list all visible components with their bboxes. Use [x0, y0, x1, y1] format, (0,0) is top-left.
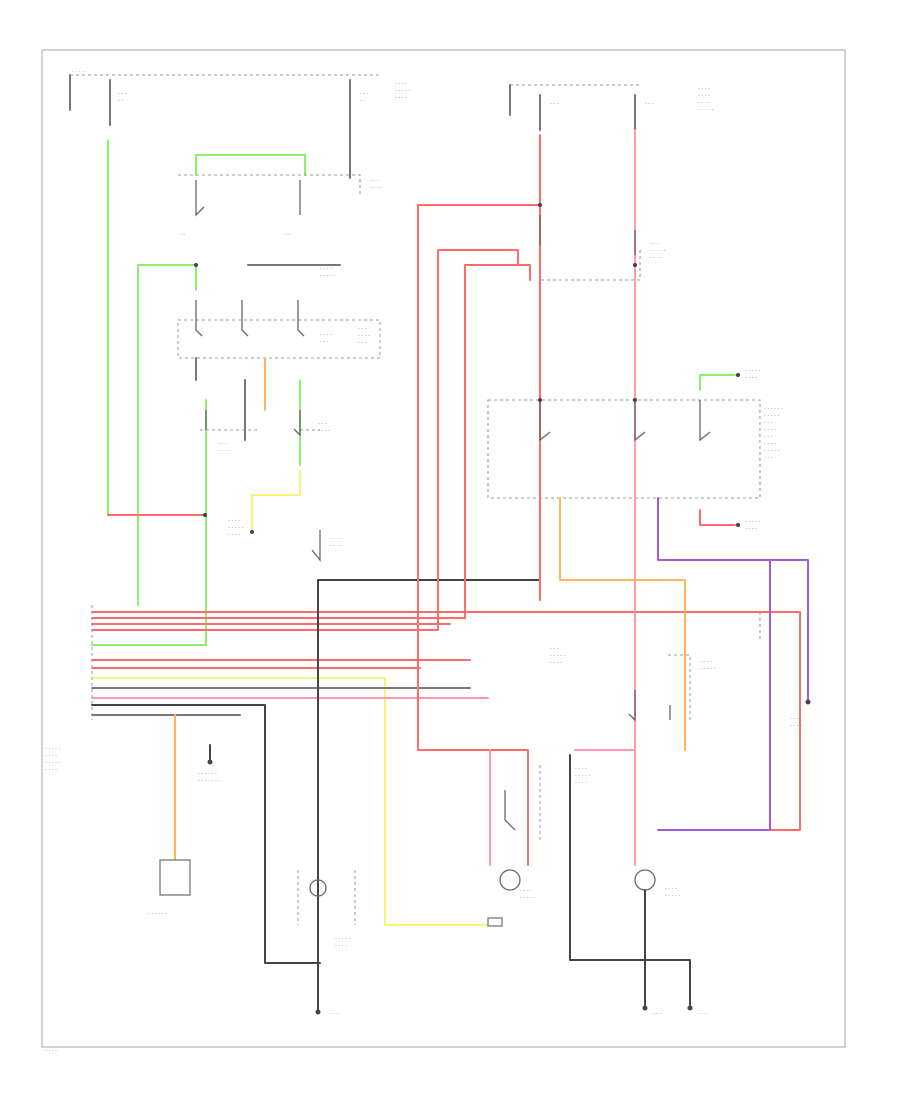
- svg-text:- - -: - - -: [790, 716, 799, 722]
- svg-text:- - - - -: - - - - -: [45, 746, 61, 752]
- svg-text:- - - - -: - - - - -: [650, 248, 666, 254]
- bus-wires: - - - - - - - - - - - - - - - - - -: [45, 605, 801, 964]
- alternator: - - - - - - - - - - - - - - - - - - -: [148, 714, 220, 917]
- svg-text:- - - -: - - - -: [45, 753, 57, 759]
- svg-text:- - -: - - -: [653, 1011, 662, 1017]
- svg-text:- - - - - -: - - - - - -: [198, 771, 217, 777]
- svg-text:- - - -: - - - -: [550, 660, 562, 666]
- svg-text:- - - - -: - - - - -: [320, 273, 336, 279]
- svg-text:- - - - -: - - - - -: [550, 653, 566, 659]
- svg-text:- - -: - - -: [320, 339, 329, 345]
- svg-text:- - -: - - -: [698, 1011, 707, 1017]
- red-wires-right: [417, 129, 801, 866]
- instrument-cluster: - - - - - - - - - - - -: [297, 579, 541, 1017]
- svg-text:- - -: - - -: [218, 441, 227, 447]
- svg-text:- - - - -: - - - - -: [228, 525, 244, 531]
- svg-text:- - - - - -: - - - - - -: [764, 406, 783, 412]
- headlight-left: - - - - - - - - - - - - - - - - - - - - …: [487, 765, 591, 927]
- svg-text:- - -: - - -: [118, 91, 127, 97]
- svg-text:- - - -: - - - -: [358, 333, 370, 339]
- svg-text:- - - - -: - - - - -: [700, 666, 716, 672]
- relay-lower-left: - - - - - - - - - - - - - - - - - - - - …: [200, 410, 342, 562]
- svg-text:- - - -: - - - -: [575, 780, 587, 786]
- svg-text:- -: - -: [180, 232, 185, 238]
- svg-text:- - -: - - -: [370, 178, 379, 184]
- svg-text:- - -: - - -: [764, 420, 773, 426]
- svg-text:- - - -: - - - -: [665, 886, 677, 892]
- svg-text:- - -: - - -: [550, 646, 559, 652]
- junction-nodes: [194, 203, 637, 534]
- svg-text:- - -: - - -: [650, 241, 659, 247]
- combination-switch-right: - - - - - - - - - - - - - - - - - - - - …: [487, 368, 809, 751]
- svg-text:- - -: - - -: [645, 101, 654, 107]
- svg-text:- - -: - - -: [360, 91, 369, 97]
- svg-text:- - -: - - -: [358, 326, 367, 332]
- svg-text:- - - -: - - - -: [330, 536, 342, 542]
- svg-text:- - - - - -: - - - - - -: [148, 911, 167, 917]
- svg-text:- - - -: - - - -: [45, 767, 57, 773]
- svg-text:· · · · ·: · · · · ·: [72, 69, 87, 75]
- svg-text:- - - - -: - - - - -: [575, 773, 591, 779]
- svg-text:- - - - -: - - - - -: [698, 107, 714, 113]
- svg-text:- - - -: - - - -: [318, 428, 330, 434]
- svg-text:- - - - - - -: - - - - - - -: [198, 778, 220, 784]
- svg-text:- - - -: - - - -: [228, 532, 240, 538]
- diagram-id: - - - -: [45, 1048, 57, 1054]
- svg-text:- - - -: - - - -: [335, 943, 347, 949]
- fuse-block-right: - - - - - - - - - - - - - - - - - - - - …: [509, 84, 714, 131]
- svg-text:- - - - -: - - - - -: [745, 368, 761, 374]
- svg-text:- - - - -: - - - - -: [745, 519, 761, 525]
- svg-text:- - -: - - -: [550, 101, 559, 107]
- svg-text:- - - -: - - - -: [790, 723, 802, 729]
- svg-text:- - - -: - - - -: [764, 427, 776, 433]
- svg-text:- - - -: - - - -: [700, 659, 712, 665]
- svg-text:- - - - -: - - - - -: [764, 448, 780, 454]
- svg-text:- - -: - - -: [330, 1011, 339, 1017]
- purple-ground-right: - - - - - - -: [657, 559, 811, 831]
- svg-text:- - - -: - - - -: [395, 81, 407, 87]
- svg-text:- - - - -: - - - - -: [395, 88, 411, 94]
- relay-right-middle: - - - - - - - - - - - - - - - - - - - - …: [550, 646, 716, 722]
- svg-text:- - - -: - - - -: [330, 543, 342, 549]
- svg-text:- - -: - - -: [764, 434, 773, 440]
- svg-text:- - - -: - - - -: [575, 766, 587, 772]
- svg-text:- - - - -: - - - - -: [764, 413, 780, 419]
- svg-text:- - - -: - - - -: [370, 185, 382, 191]
- switch-block-left: - - - - - - - - - - - - - - - - - - - - …: [177, 264, 381, 441]
- svg-text:- - - -: - - - -: [745, 526, 757, 532]
- svg-text:- - - - -: - - - - -: [45, 760, 61, 766]
- svg-text:- - - - -: - - - - -: [335, 936, 351, 942]
- fuse-block-left: · · · · · - - - - - - - - - - - - - - - …: [69, 69, 411, 131]
- svg-text:- -: - -: [118, 98, 123, 104]
- svg-text:- - - - -: - - - - -: [665, 893, 681, 899]
- svg-text:- - - -: - - - -: [698, 93, 710, 99]
- svg-text:- - - -: - - - -: [218, 448, 230, 454]
- svg-text:- - - - -: - - - - -: [520, 895, 536, 901]
- svg-text:- - - -: - - - -: [395, 95, 407, 101]
- svg-text:- - -: - - -: [358, 340, 367, 346]
- svg-text:- - - -: - - - -: [698, 100, 710, 106]
- svg-text:- - -: - - -: [764, 455, 773, 461]
- relay-right-top: - - - - - - - - - - - -: [539, 215, 666, 281]
- green-wires-left: [107, 139, 306, 646]
- svg-text:- -: - -: [360, 98, 365, 104]
- svg-text:- - - -: - - - -: [320, 266, 332, 272]
- svg-text:- - - -: - - - -: [520, 888, 532, 894]
- svg-text:- - -: - - -: [318, 421, 327, 427]
- svg-text:- - - -: - - - -: [650, 255, 662, 261]
- svg-text:- -: - -: [285, 232, 290, 238]
- svg-text:- - - -: - - - -: [745, 375, 757, 381]
- headlight-right: - - - - - - - - - - - - - - -: [569, 754, 707, 1017]
- svg-text:- - - -: - - - -: [228, 518, 240, 524]
- diagram-frame: [41, 49, 846, 1048]
- relay-top-left: - - - - - - - - - - -: [178, 129, 382, 238]
- svg-text:- - - -: - - - -: [764, 441, 776, 447]
- svg-text:- - - -: - - - -: [698, 86, 710, 92]
- svg-text:- - - -: - - - -: [320, 332, 332, 338]
